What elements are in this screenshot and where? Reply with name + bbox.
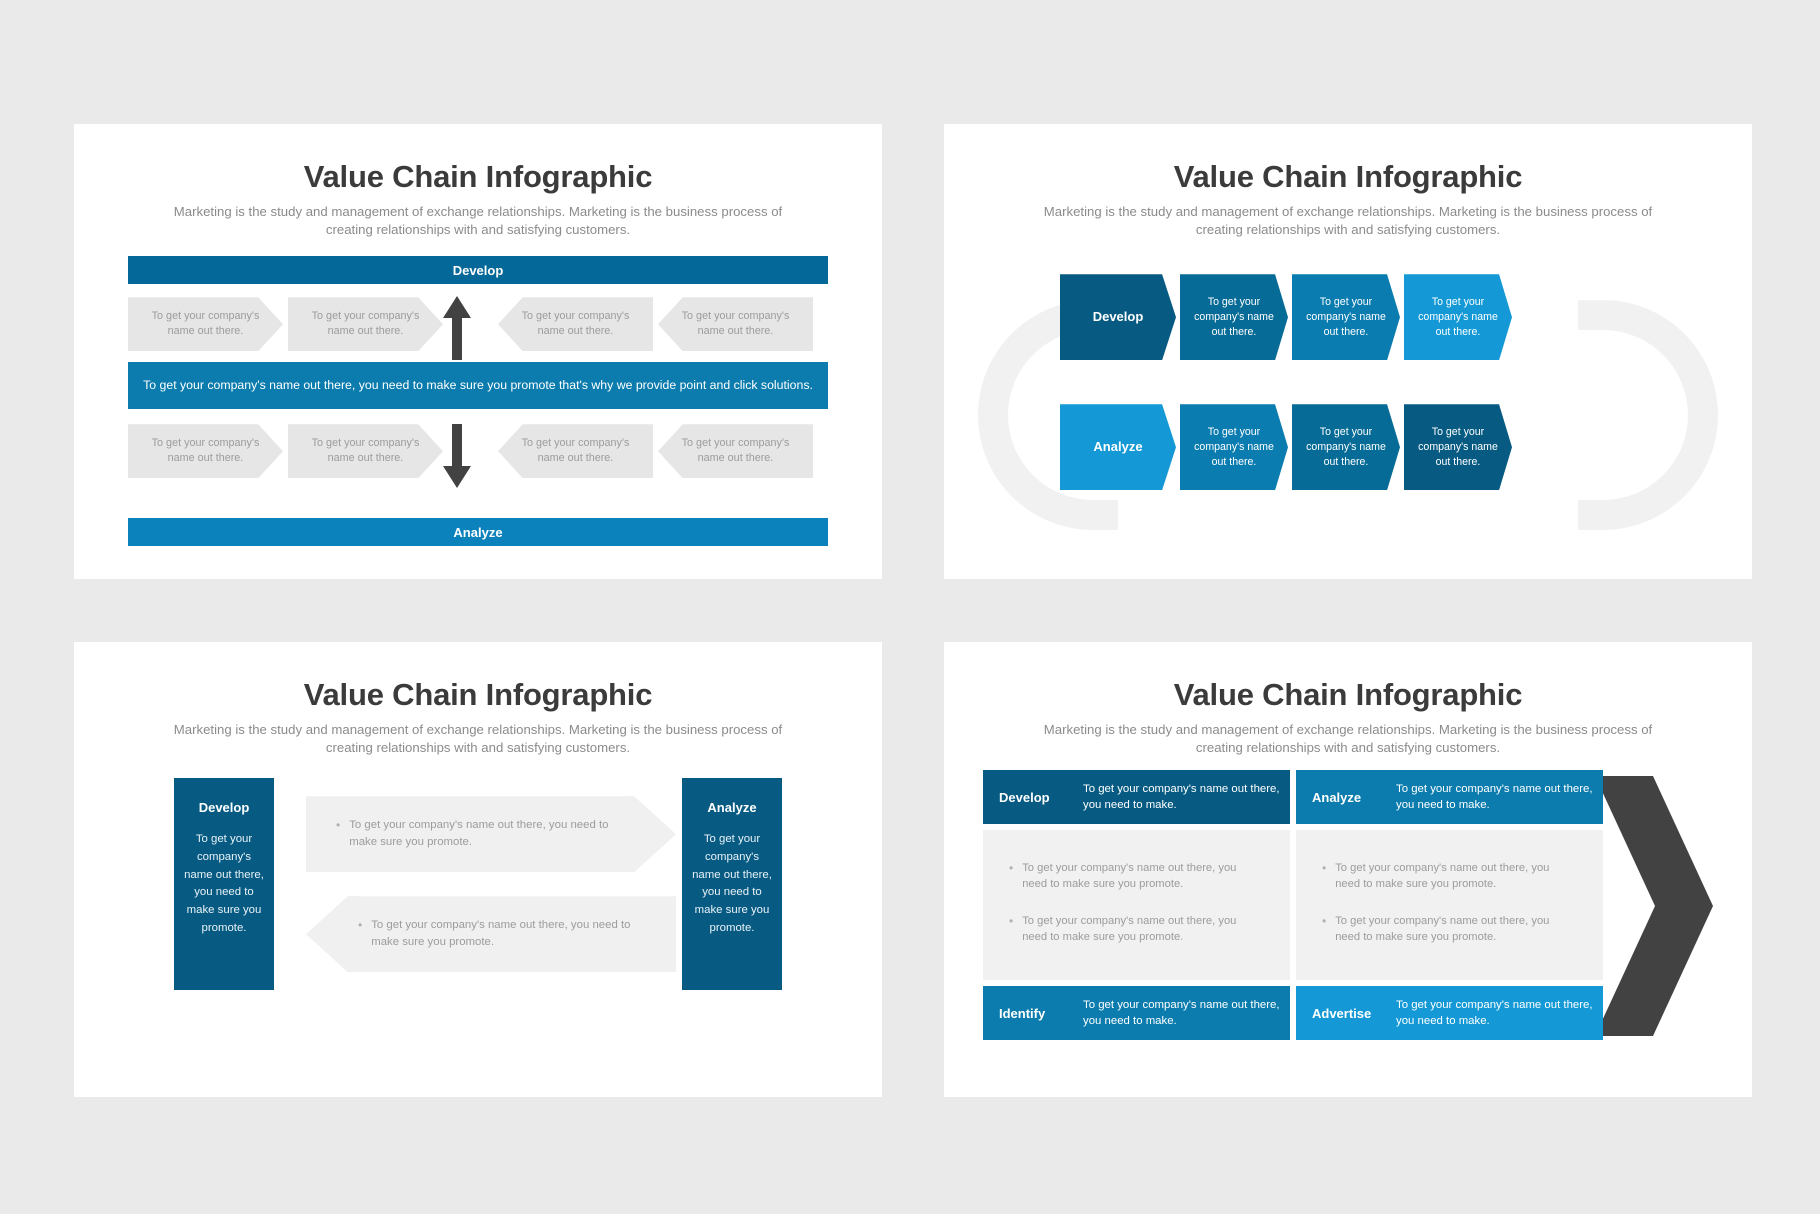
chevron-row-top: To get your company's name out there. To… <box>128 297 828 352</box>
value-chain-diagram-1: Develop To get your company's name out t… <box>128 256 828 547</box>
dark-chevron-arrow-icon <box>1595 776 1715 1041</box>
stage-header-identify[interactable]: Identify To get your company's name out … <box>983 986 1290 1041</box>
header-row-top: Develop To get your company's name out t… <box>983 770 1603 825</box>
side-block-develop[interactable]: Develop To get your company's name out t… <box>174 778 274 991</box>
page-title: Value Chain Infographic <box>1173 159 1523 194</box>
chevron-row-bottom: To get your company's name out there. To… <box>128 424 828 479</box>
side-text-analyze: To get your company's name out there, yo… <box>692 833 772 934</box>
band-develop[interactable]: Develop <box>128 256 828 285</box>
chevron-item[interactable]: To get your company's name out there. <box>1404 274 1512 361</box>
body-bullet-text: To get your company's name out there, yo… <box>1022 914 1237 943</box>
chevron-item[interactable]: To get your company's name out there. <box>658 424 813 479</box>
chevron-head-analyze[interactable]: Analyze <box>1060 404 1176 491</box>
chevron-head-develop[interactable]: Develop <box>1060 274 1176 361</box>
page-title: Value Chain Infographic <box>1173 677 1523 712</box>
chevron-item[interactable]: To get your company's name out there. <box>498 424 653 479</box>
bullet-icon: • <box>1009 861 1014 876</box>
stage-header-analyze[interactable]: Analyze To get your company's name out t… <box>1296 770 1603 825</box>
stage-label-analyze: Analyze <box>1312 789 1362 805</box>
slide-panel-4[interactable]: Value Chain Infographic Marketing is the… <box>944 642 1752 1097</box>
side-block-analyze[interactable]: Analyze To get your company's name out t… <box>682 778 782 991</box>
stage-body-right[interactable]: • To get your company's name out there, … <box>1296 830 1603 981</box>
backward-arrow-block[interactable]: • To get your company's name out there, … <box>306 896 676 973</box>
bullet-icon: • <box>1322 913 1327 928</box>
chevron-item[interactable]: To get your company's name out there. <box>288 424 443 479</box>
slide-panel-2[interactable]: Value Chain Infographic Marketing is the… <box>944 124 1752 579</box>
value-chain-diagram-2: Develop To get your company's name out t… <box>978 252 1718 542</box>
chevron-item[interactable]: To get your company's name out there. <box>658 297 813 352</box>
chevron-item[interactable]: To get your company's name out there. <box>1180 404 1288 491</box>
chevron-item[interactable]: To get your company's name out there. <box>1404 404 1512 491</box>
chevron-item[interactable]: To get your company's name out there. <box>1292 274 1400 361</box>
chevron-row-analyze: Analyze To get your company's name out t… <box>1060 404 1512 491</box>
page-subtitle: Marketing is the study and management of… <box>173 722 783 755</box>
stage-body-left[interactable]: • To get your company's name out there, … <box>983 830 1290 981</box>
page-subtitle: Marketing is the study and management of… <box>1043 204 1653 237</box>
bullet-icon: • <box>1009 913 1014 928</box>
down-arrow-icon <box>442 424 472 489</box>
page-title: Value Chain Infographic <box>303 677 653 712</box>
chevron-row-develop: Develop To get your company's name out t… <box>1060 274 1512 361</box>
forward-arrow-block[interactable]: • To get your company's name out there, … <box>306 796 676 873</box>
slide-panel-1[interactable]: Value Chain Infographic Marketing is the… <box>74 124 882 579</box>
value-chain-diagram-4: Develop To get your company's name out t… <box>983 770 1713 1042</box>
stage-text-analyze: To get your company's name out there, yo… <box>1396 783 1593 812</box>
stage-text-advertise: To get your company's name out there, yo… <box>1396 999 1593 1028</box>
backward-arrow-text: To get your company's name out there, yo… <box>371 919 631 949</box>
band-analyze[interactable]: Analyze <box>128 518 828 547</box>
body-bullet-text: To get your company's name out there, yo… <box>1022 862 1237 891</box>
body-bullet-text: To get your company's name out there, yo… <box>1335 862 1550 891</box>
bullet-icon: • <box>358 918 363 933</box>
header-row-bottom: Identify To get your company's name out … <box>983 986 1603 1041</box>
stage-label-advertise: Advertise <box>1312 1005 1372 1021</box>
side-text-develop: To get your company's name out there, yo… <box>184 833 264 934</box>
page-subtitle: Marketing is the study and management of… <box>173 204 783 237</box>
chevron-item[interactable]: To get your company's name out there. <box>288 297 443 352</box>
chevron-item[interactable]: To get your company's name out there. <box>1292 404 1400 491</box>
stage-text-develop: To get your company's name out there, yo… <box>1083 783 1280 812</box>
band-center-text[interactable]: To get your company's name out there, yo… <box>128 362 828 410</box>
stage-header-develop[interactable]: Develop To get your company's name out t… <box>983 770 1290 825</box>
slide-panel-3[interactable]: Value Chain Infographic Marketing is the… <box>74 642 882 1097</box>
up-arrow-icon <box>442 296 472 361</box>
forward-arrow-text: To get your company's name out there, yo… <box>349 819 609 849</box>
stage-grid: Develop To get your company's name out t… <box>983 770 1603 1041</box>
chevron-item[interactable]: To get your company's name out there. <box>128 297 283 352</box>
stage-label-identify: Identify <box>999 1005 1046 1021</box>
stage-label-develop: Develop <box>999 789 1050 805</box>
chevron-item[interactable]: To get your company's name out there. <box>128 424 283 479</box>
value-chain-diagram-3: Develop To get your company's name out t… <box>128 778 828 1008</box>
body-row: • To get your company's name out there, … <box>983 830 1603 981</box>
side-label-develop: Develop <box>198 800 250 816</box>
page-title: Value Chain Infographic <box>303 159 653 194</box>
bullet-icon: • <box>336 818 341 833</box>
chevron-item[interactable]: To get your company's name out there. <box>1180 274 1288 361</box>
page-subtitle: Marketing is the study and management of… <box>1043 722 1653 755</box>
side-label-analyze: Analyze <box>707 800 757 816</box>
bullet-icon: • <box>1322 861 1327 876</box>
chevron-item[interactable]: To get your company's name out there. <box>498 297 653 352</box>
stage-header-advertise[interactable]: Advertise To get your company's name out… <box>1296 986 1603 1041</box>
body-bullet-text: To get your company's name out there, yo… <box>1335 914 1550 943</box>
stage-text-identify: To get your company's name out there, yo… <box>1083 999 1280 1028</box>
